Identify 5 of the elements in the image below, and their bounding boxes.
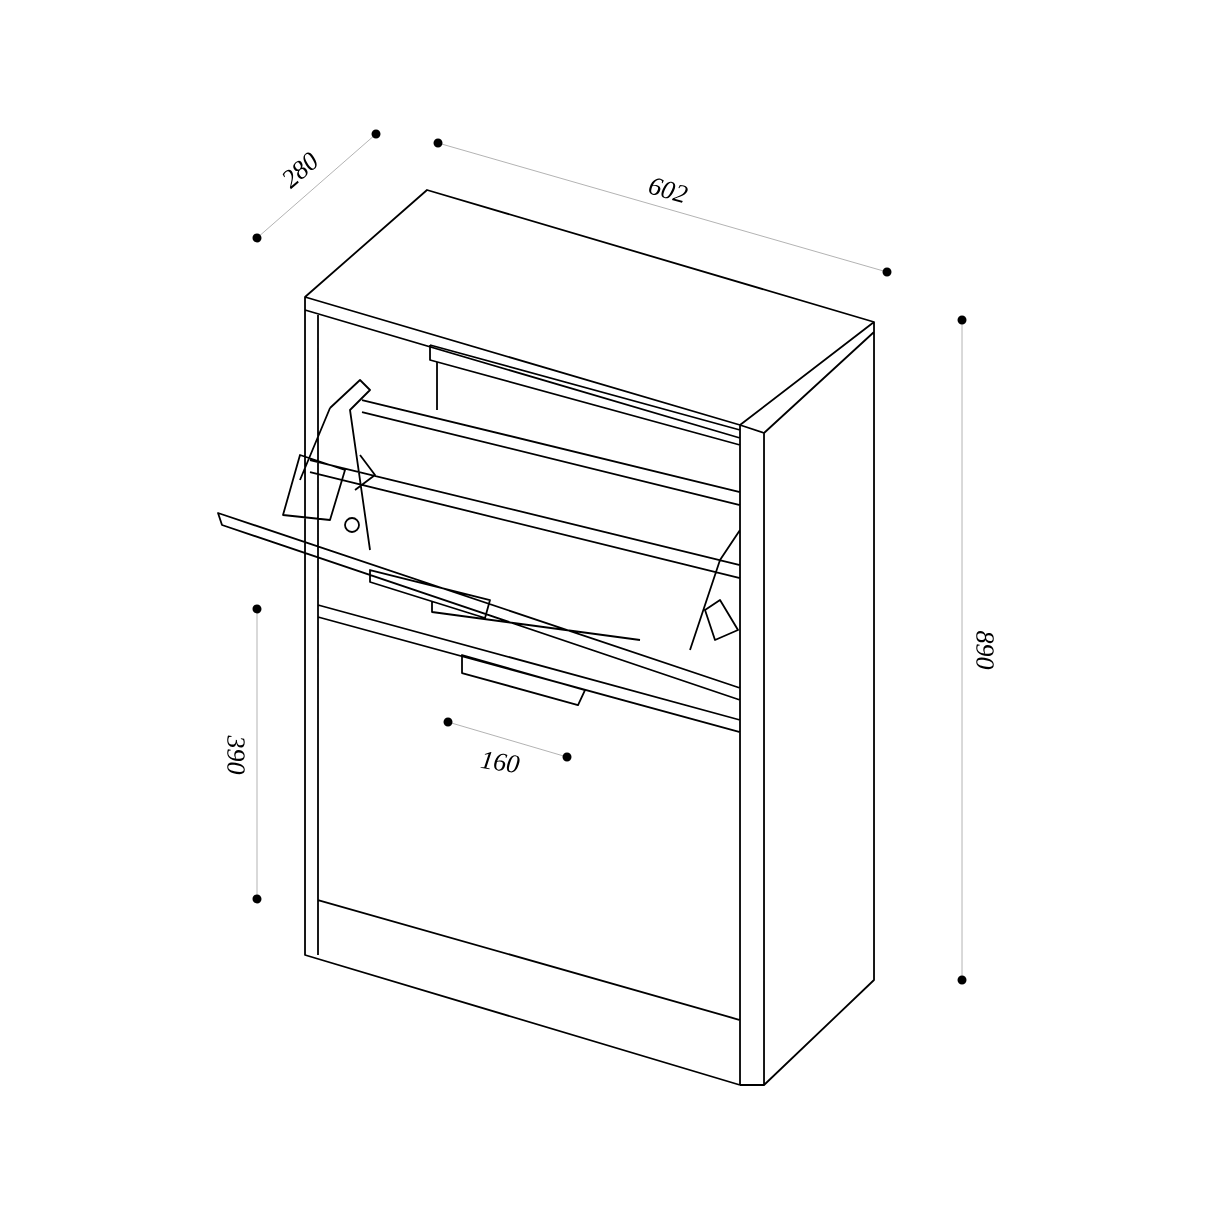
dimension-label: 890: [976, 631, 994, 670]
dimension-label: 602: [649, 178, 688, 203]
dimension-label: 160: [480, 752, 520, 773]
dimension-label: 390: [227, 735, 245, 775]
dimension-label: 280: [282, 152, 317, 190]
